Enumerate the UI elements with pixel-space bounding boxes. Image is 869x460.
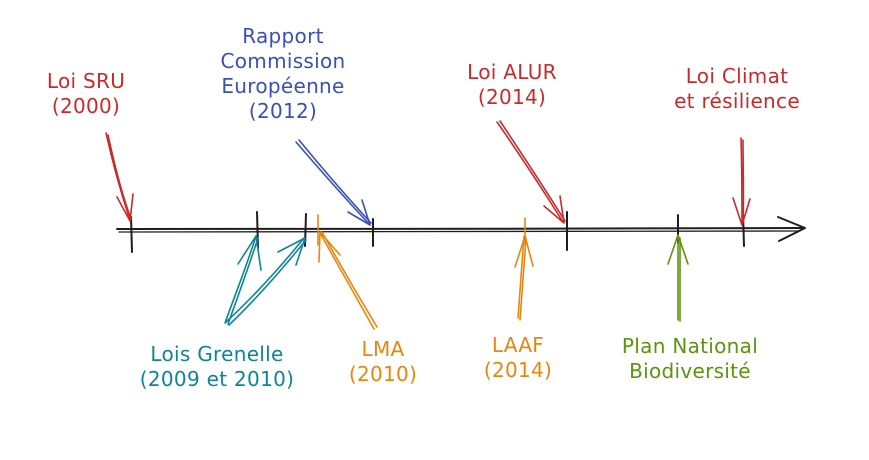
label-lois-grenelle-line2: (2009 et 2010) (139, 367, 295, 391)
label-rapport-line1: Rapport (242, 24, 324, 48)
label-lois-grenelle: Lois Grenelle (2009 et 2010) (112, 342, 322, 392)
label-loi-alur: Loi ALUR (2014) (452, 60, 572, 110)
label-rapport-line4: (2012) (248, 99, 318, 123)
timeline-arrowhead (777, 216, 806, 242)
label-rapport-line2: Commission (220, 49, 346, 73)
arrow-climat (732, 137, 751, 226)
label-loi-climat-line1: Loi Climat (685, 64, 789, 88)
arrow-laaf (514, 217, 534, 321)
arrow-alur (496, 120, 566, 224)
label-lois-grenelle-line1: Lois Grenelle (150, 342, 284, 366)
tick-2000 (130, 216, 133, 253)
timeline-axis (116, 227, 804, 231)
label-pnb-line2: Biodiversité (629, 359, 751, 383)
arrow-sru (105, 132, 134, 222)
tick-2009 (256, 211, 259, 249)
label-loi-climat: Loi Climat et résilience (652, 64, 822, 114)
label-lma: LMA (2010) (335, 337, 431, 387)
label-laaf: LAAF (2014) (470, 333, 566, 383)
arrow-lma (317, 214, 378, 330)
label-rapport-line3: Européenne (221, 74, 345, 98)
arrow-grenelle (224, 235, 307, 326)
label-laaf-line1: LAAF (491, 333, 545, 357)
label-pnb-line1: Plan National (621, 334, 759, 358)
label-loi-alur-line2: (2014) (477, 85, 547, 109)
label-plan-national-biodiversite: Plan National Biodiversité (600, 334, 780, 384)
label-lma-line2: (2010) (348, 362, 418, 386)
label-lma-line1: LMA (361, 337, 405, 361)
label-loi-sru: Loi SRU (2000) (38, 69, 134, 119)
arrow-pnb (667, 234, 689, 322)
label-loi-climat-line2: et résilience (674, 89, 800, 113)
label-loi-sru-line2: (2000) (51, 94, 121, 118)
label-rapport-commission: Rapport Commission Européenne (2012) (208, 24, 358, 124)
label-loi-sru-line1: Loi SRU (46, 69, 126, 93)
label-loi-alur-line1: Loi ALUR (467, 60, 557, 84)
timeline-axis-sketch (118, 230, 801, 233)
arrow-rapport (295, 139, 372, 226)
label-laaf-line2: (2014) (483, 358, 553, 382)
